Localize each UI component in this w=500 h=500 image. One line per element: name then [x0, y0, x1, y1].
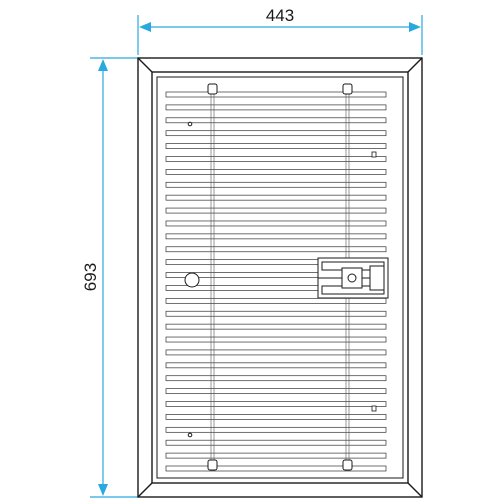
louver-blade	[165, 233, 387, 240]
top-mounting-clips	[207, 83, 353, 95]
side-tab-top	[371, 151, 377, 158]
louver-blade	[165, 91, 387, 98]
top-clip-left	[207, 83, 218, 95]
louver-blade	[165, 194, 387, 201]
width-label: 443	[266, 6, 294, 25]
height-dimension: 693	[81, 57, 138, 498]
height-arrow-top	[98, 59, 108, 71]
height-label: 693	[81, 263, 100, 291]
louver-blade	[165, 401, 387, 407]
grille-frame	[137, 57, 423, 498]
side-tabs	[371, 151, 377, 412]
frame-miter-br	[407, 482, 423, 498]
louver-blade	[165, 156, 387, 162]
louver-blade	[165, 414, 387, 420]
louver-blade	[165, 246, 387, 253]
frame-inner-edge	[151, 71, 409, 484]
screw-hole-left	[184, 272, 200, 288]
louver-blade	[165, 104, 387, 111]
width-dimension: 443	[137, 6, 423, 55]
louver-blade	[165, 169, 387, 175]
louver-blade	[165, 130, 387, 137]
top-clip-right	[342, 83, 353, 95]
louver-blade	[165, 220, 387, 227]
louver-blade	[165, 375, 387, 382]
frame-miter-tl	[137, 57, 153, 73]
width-arrow-right	[409, 22, 421, 32]
screw-holes	[184, 121, 200, 438]
louver-blade	[165, 362, 387, 369]
louver-blade	[165, 336, 387, 343]
frame-miter-bl	[137, 482, 153, 498]
frame-opening	[156, 76, 404, 479]
louver-blade	[165, 181, 387, 188]
louver-blade	[165, 388, 387, 394]
frame-miter-tr	[407, 57, 423, 73]
width-arrow-left	[139, 22, 151, 32]
louver-blade	[165, 323, 387, 330]
latch-tab-right	[369, 265, 385, 291]
latch-mechanism	[317, 257, 389, 299]
bottom-mounting-clips	[207, 459, 353, 471]
louver-blade	[165, 297, 387, 304]
latch-screw	[347, 273, 357, 283]
louver-blade	[165, 439, 387, 446]
bottom-clip-left	[207, 459, 218, 471]
louver-blade	[165, 207, 387, 214]
bottom-clip-right	[342, 459, 353, 471]
louver-blade	[165, 452, 387, 459]
louver-blades	[165, 91, 387, 472]
louver-blade	[165, 310, 387, 317]
louver-blade	[165, 117, 387, 124]
height-arrow-bottom	[98, 484, 108, 496]
louver-blade	[165, 143, 387, 149]
louver-blade	[165, 349, 387, 356]
small-dot-top	[187, 121, 193, 127]
side-tab-bottom	[371, 405, 377, 412]
louver-blade	[165, 426, 387, 433]
frame-outer-edge	[137, 57, 423, 498]
louver-blade	[165, 465, 387, 472]
small-dot-bottom	[187, 432, 193, 438]
